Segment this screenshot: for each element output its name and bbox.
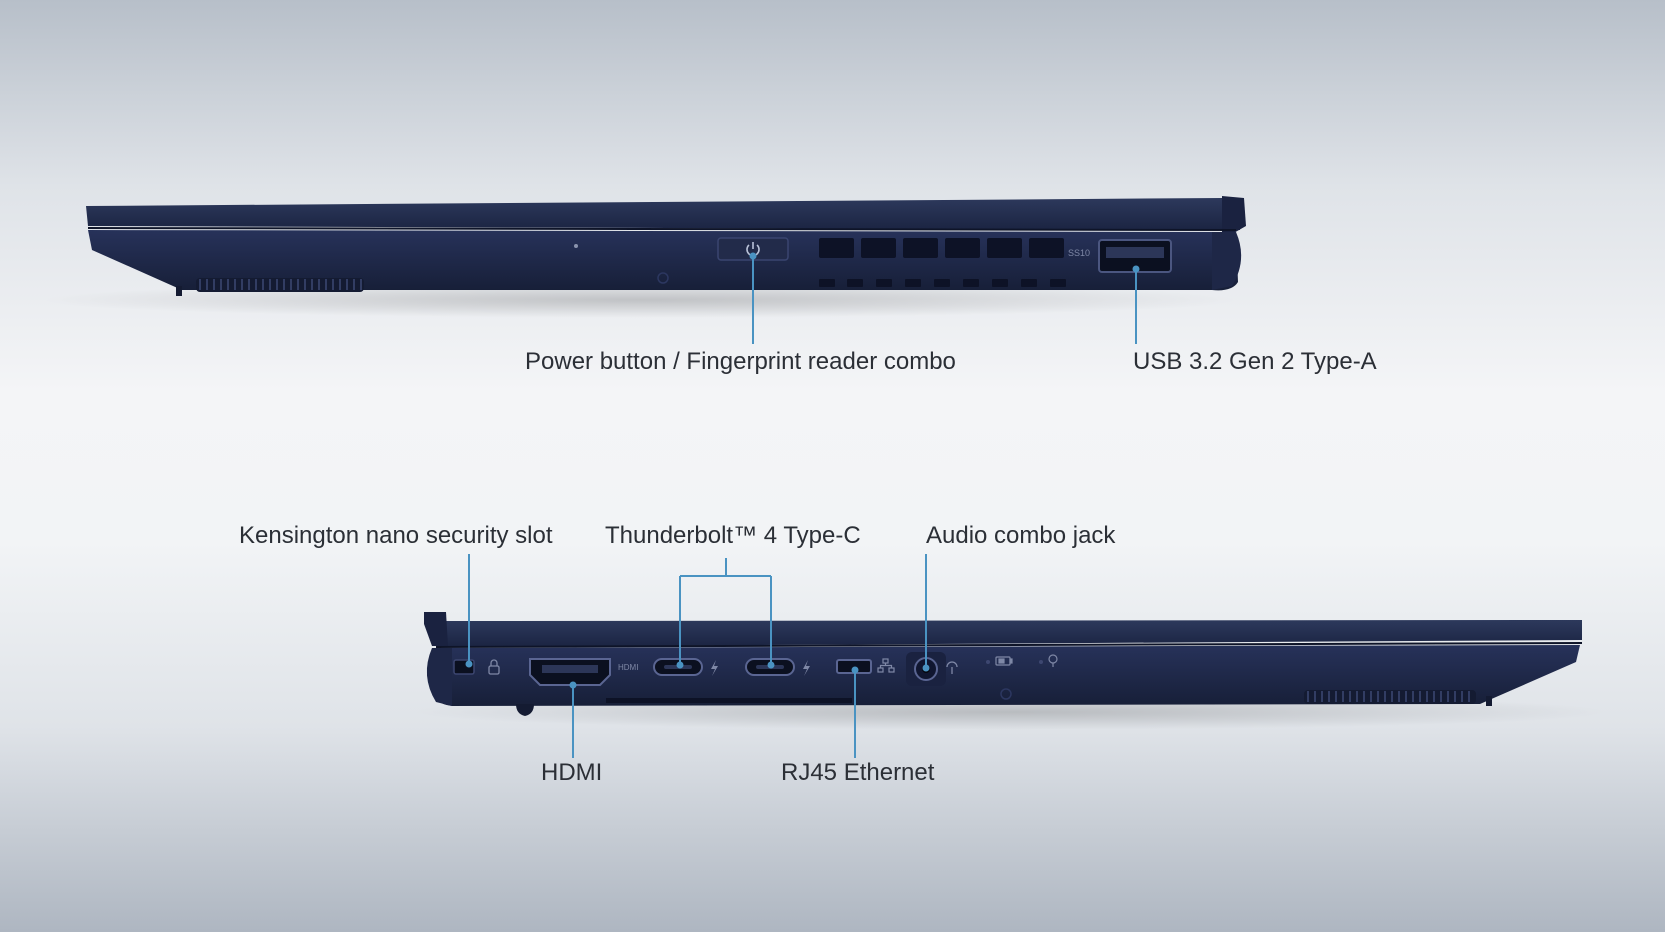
hdmi-label: HDMI	[541, 759, 602, 786]
headset-icon	[946, 661, 958, 674]
bottom-vent-strip	[606, 698, 852, 703]
hdmi-logo: HDMI	[618, 663, 638, 672]
laptop-left-side: HDMI	[410, 554, 1610, 758]
audio-jack-label: Audio combo jack	[926, 522, 1116, 549]
kensington-label: Kensington nano security slot	[239, 522, 553, 549]
battery-icon	[995, 656, 1013, 666]
cooling-vents	[819, 238, 1066, 287]
top-callout-lines	[749, 252, 1140, 344]
led-icon	[1048, 654, 1058, 667]
usb-label: USB 3.2 Gen 2 Type-A	[1133, 348, 1377, 375]
speaker-grille-left	[199, 279, 362, 290]
network-icon	[877, 658, 895, 673]
rj45-label: RJ45 Ethernet	[781, 759, 935, 786]
speaker-grille-right	[1307, 691, 1470, 702]
power-button-label: Power button / Fingerprint reader combo	[525, 348, 956, 375]
thunderbolt-icon	[711, 660, 718, 676]
bottom-callout-lines	[465, 554, 930, 758]
laptop-right-side: SS10	[40, 196, 1246, 344]
lock-icon	[488, 659, 500, 675]
hdmi-port	[529, 658, 611, 686]
thunderbolt-label: Thunderbolt™ 4 Type-C	[605, 522, 861, 549]
thunderbolt-icon	[803, 660, 810, 676]
usb-logo: SS10	[1068, 248, 1090, 258]
